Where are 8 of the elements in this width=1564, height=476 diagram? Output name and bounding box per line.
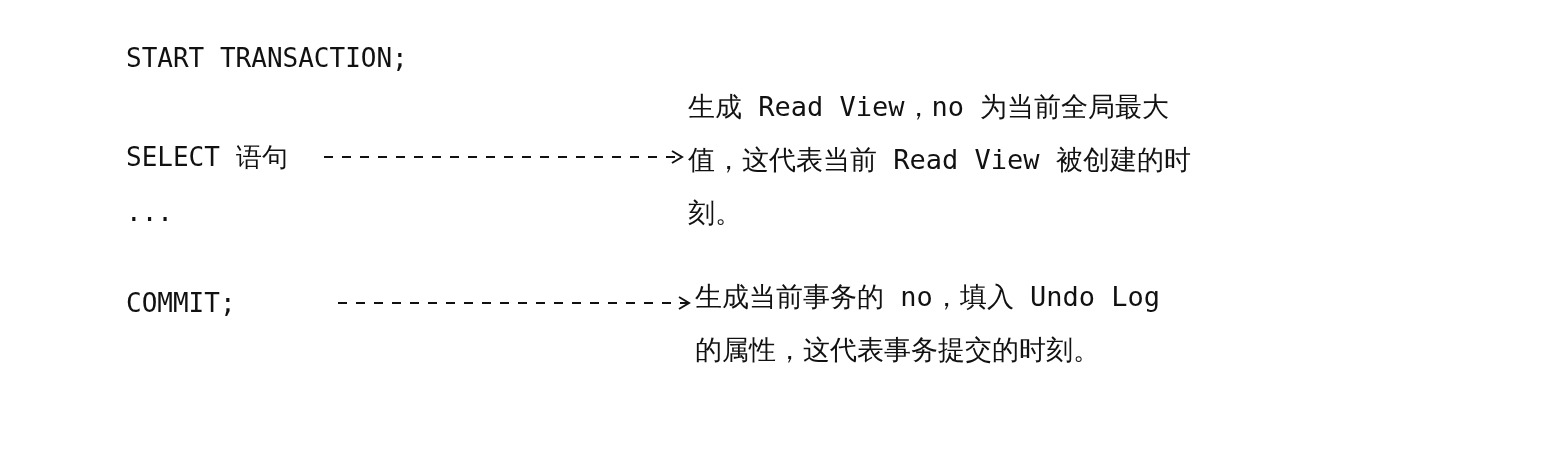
code-line: ...: [126, 196, 173, 229]
description-text: 生成当前事务的 no，填入 Undo Log 的属性，这代表事务提交的时刻。: [695, 270, 1175, 376]
code-line: COMMIT;: [126, 277, 251, 329]
code-line: SELECT 语句: [126, 131, 316, 183]
dashed-arrow: [323, 150, 683, 164]
code-line: START TRANSACTION;: [126, 42, 408, 75]
dashed-arrow: [337, 296, 690, 310]
description-text: 生成 Read View，no 为当前全局最大值，这代表当前 Read View 被创建的时刻。: [688, 80, 1208, 239]
